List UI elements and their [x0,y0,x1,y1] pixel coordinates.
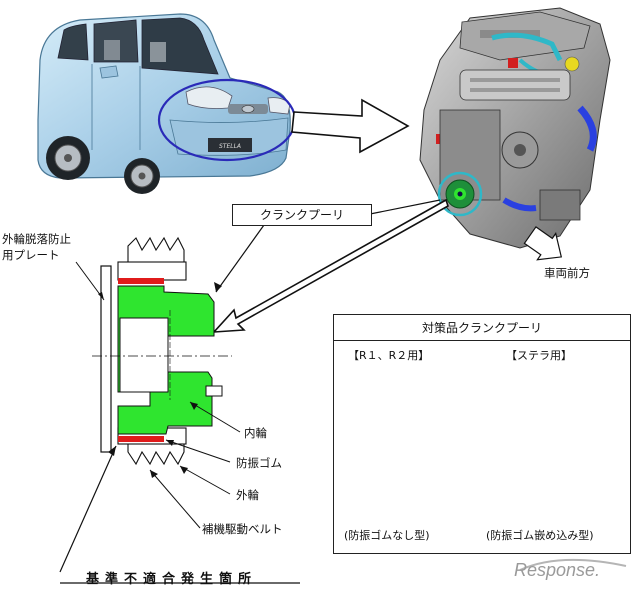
car-badge: STELLA [219,143,241,150]
stella-type-label: (防振ゴム嵌め込み型) [486,529,594,542]
pulley-cross-section [92,236,232,466]
vehicle-front-arrow [523,226,563,261]
vehicle-front-label: 車両前方 [544,266,590,280]
stella-model-label: 【ステラ用】 [506,349,572,362]
countermeasure-panel: 対策品クランクプーリ 【R１、R２用】 【ステラ用】 (防振ゴムなし型) (防振… [333,314,631,554]
crank-leader-line [369,199,441,215]
panel-title: 対策品クランクプーリ [421,321,542,335]
panel-divider [334,340,630,341]
watermark-swoosh [519,558,627,571]
engine-to-section-arrow [212,198,449,333]
r1-r2-type-label: (防振ゴムなし型) [344,529,430,542]
pulley-highlight-circle [437,171,483,217]
rubber-label: 防振ゴム [236,456,282,470]
r1-r2-model-label: 【R１、R２用】 [348,349,430,362]
outer-ring-label: 外輪 [236,488,259,502]
crank-pulley-label: クランクプーリ [232,204,372,226]
plate-label-line2: 用プレート [2,248,60,262]
car-illustration: STELLA [37,13,291,194]
crank-section-leader [215,224,265,293]
inner-ring-label: 内輪 [244,426,267,440]
defect-leader-line [59,445,117,573]
plate-label-line1: 外輪脱落防止 [2,232,71,246]
defect-location-label: 基準不適合発生箇所 [86,572,258,587]
belt-label: 補機駆動ベルト [202,522,283,536]
car-to-engine-arrow [291,98,410,154]
response-watermark: Response. [514,560,601,580]
engine-illustration [419,7,611,249]
